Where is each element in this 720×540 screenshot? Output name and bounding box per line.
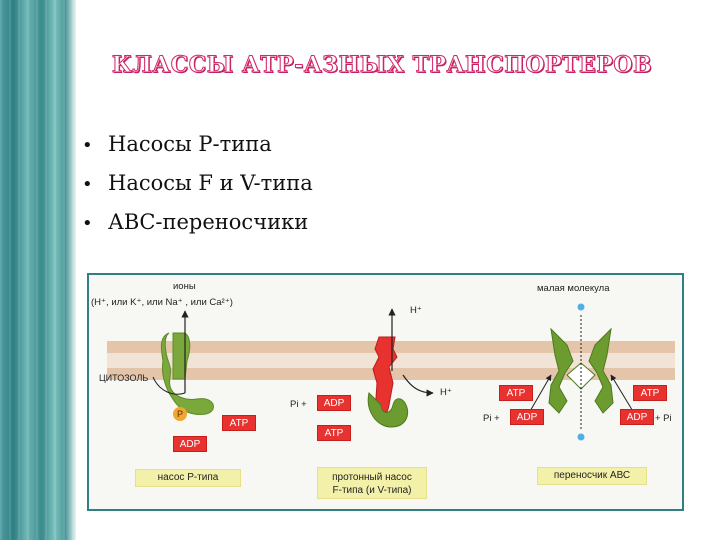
ions-list-label: (H⁺, или K⁺, или Na⁺ , или Ca²⁺)	[91, 297, 233, 308]
abc-pi-right-label: + Pi	[655, 413, 672, 424]
p-type-atp-tag: ATP	[222, 415, 256, 431]
f-type-pi-label: Pi +	[290, 399, 307, 410]
cytosol-label: ЦИТОЗОЛЬ	[99, 373, 149, 383]
ions-label: ионы	[173, 281, 196, 292]
abc-atp-left-tag: ATP	[499, 385, 533, 401]
bullet-item: • Насосы Р-типа	[82, 132, 313, 171]
abc-pi-left-label: Pi +	[483, 413, 500, 424]
f-type-pump	[367, 308, 434, 428]
small-molecule-bottom	[577, 433, 585, 441]
h-right-label: H⁺	[440, 387, 452, 398]
small-molecule-top	[577, 303, 585, 311]
abc-caption: переносчик АВС	[537, 467, 647, 485]
abc-adp-left-tag: ADP	[510, 409, 544, 425]
abc-atp-right-tag: ATP	[633, 385, 667, 401]
bullet-text: Насосы Р-типа	[108, 132, 272, 156]
f-type-adp-tag: ADP	[317, 395, 351, 411]
slide-title: КЛАССЫ АТР-АЗНЫХ ТРАНСПОРТЕРОВ	[111, 52, 653, 79]
phosphate-circle: P	[173, 407, 187, 421]
f-type-caption-line2: F-типа (и V-типа)	[332, 485, 412, 496]
abc-adp-right-tag: ADP	[620, 409, 654, 425]
bullet-list: • Насосы Р-типа • Насосы F и V-типа • АВ…	[82, 132, 313, 249]
bullet-item: • АВС-переносчики	[82, 210, 313, 249]
left-decorative-band	[0, 0, 76, 540]
f-type-atp-tag: ATP	[317, 425, 351, 441]
p-type-pump	[152, 310, 214, 415]
p-type-caption: насос Р-типа	[135, 469, 241, 487]
bullet-dot: •	[82, 213, 93, 234]
bullet-dot: •	[82, 135, 93, 156]
f-type-caption-line1: протонный насос	[332, 472, 412, 483]
transporter-diagram	[107, 303, 675, 441]
bullet-item: • Насосы F и V-типа	[82, 171, 313, 210]
bullet-text: АВС-переносчики	[108, 210, 309, 234]
bullet-text: Насосы F и V-типа	[108, 171, 313, 195]
bullet-dot: •	[82, 174, 93, 195]
h-top-label: H⁺	[410, 305, 422, 316]
small-molecule-label: малая молекула	[537, 283, 610, 294]
f-type-caption: протонный насос F-типа (и V-типа)	[317, 467, 427, 499]
abc-transporter	[528, 303, 635, 441]
transporter-figure: ионы (H⁺, или K⁺, или Na⁺ , или Ca²⁺) ЦИ…	[87, 273, 684, 511]
p-type-adp-tag: ADP	[173, 436, 207, 452]
